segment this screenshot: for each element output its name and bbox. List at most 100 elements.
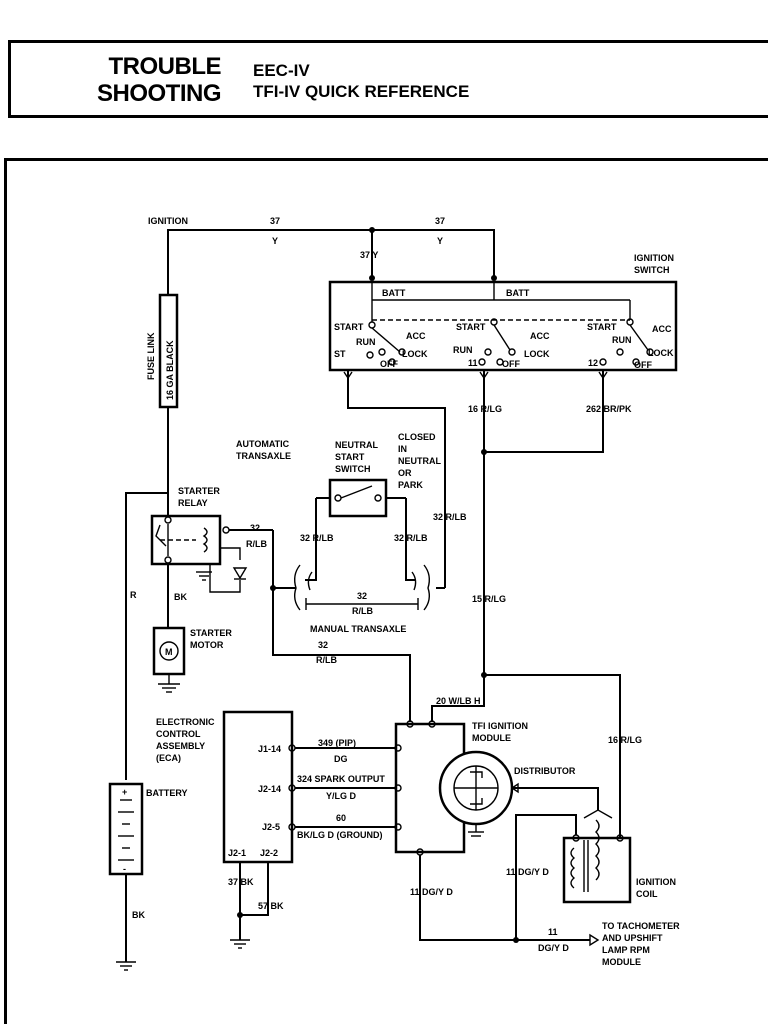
section-title-line1: TROUBLE (108, 53, 222, 80)
wire-37-label-a: 37 (270, 216, 280, 226)
wire-bk-label-1: BK (174, 592, 187, 602)
wire-16-rlg-label: 16 R/LG (468, 404, 502, 414)
section-title-line2: SHOOTING (96, 80, 222, 107)
off-label-3: OFF (634, 360, 652, 370)
diagram-frame (4, 158, 768, 1024)
ignition-switch-label-2: SWITCH (634, 265, 670, 275)
fuse-gauge-label: 16 GA BLACK (165, 340, 175, 400)
header-box: TROUBLE SHOOTING EEC-IV TFI-IV QUICK REF… (8, 40, 768, 118)
run-label-3: RUN (612, 335, 632, 345)
neutral-start-switch-label-1: NEUTRAL (335, 440, 378, 450)
starter-relay-label-2: RELAY (178, 498, 208, 508)
lock-label-1: LOCK (402, 349, 428, 359)
wire-37-label-b: 37 (435, 216, 445, 226)
page-title: EEC-IV TFI-IV QUICK REFERENCE (253, 60, 469, 102)
run-label-2: RUN (453, 345, 473, 355)
wire-32-low-label: 32 (318, 640, 328, 650)
distributor-label: DISTRIBUTOR (514, 766, 576, 776)
terminal-12-label: 12 (588, 358, 598, 368)
wire-32-relay-label: 32 (250, 523, 260, 533)
battery-plus: + (122, 787, 127, 797)
run-label-1: RUN (356, 337, 376, 347)
starter-motor-label-2: MOTOR (190, 640, 224, 650)
wire-32-rlb-right-label: 32 R/LB (394, 533, 428, 543)
distributor (438, 750, 599, 837)
lock-label-3: LOCK (648, 348, 674, 358)
j2-5-label: J2-5 (262, 822, 280, 832)
wire-349-label: 349 (PIP) (318, 738, 356, 748)
eca-module (222, 710, 395, 949)
wire-324-label: 324 SPARK OUTPUT (297, 774, 385, 784)
wire-r-label: R (130, 590, 137, 600)
eca-label-1: ELECTRONIC (156, 717, 215, 727)
ignition-feed-wires (167, 227, 497, 295)
starter-relay (125, 488, 273, 780)
automatic-transaxle-label-2: TRANSAXLE (236, 451, 291, 461)
acc-label-1: ACC (406, 331, 426, 341)
wire-15-rlg-label: 15 R/LG (472, 594, 506, 604)
ignition-label: IGNITION (148, 216, 188, 226)
fuse-link (158, 293, 179, 488)
wire-32-relay-color: R/LB (246, 539, 267, 549)
tach-label-3: LAMP RPM (602, 945, 650, 955)
starter-motor (152, 626, 186, 693)
batt-label-1: BATT (382, 288, 406, 298)
motor-symbol: M (165, 647, 173, 657)
lock-label-2: LOCK (524, 349, 550, 359)
j1-14-label: J1-14 (258, 744, 281, 754)
switch-output-wires (347, 380, 604, 675)
j2-1-label: J2-1 (228, 848, 246, 858)
eca-label-4: (ECA) (156, 753, 181, 763)
start-label-3: START (587, 322, 617, 332)
wire-37y-drop-label: 37 Y (360, 250, 378, 260)
tfi-feed-wires (431, 672, 621, 838)
battery-minus: - (123, 864, 126, 874)
wire-16-rlg-b-label: 16 R/LG (608, 735, 642, 745)
off-label-1: OFF (380, 359, 398, 369)
wire-37-color-b: Y (437, 236, 443, 246)
tach-output-wire (419, 855, 600, 947)
wire-bk-label-2: BK (132, 910, 145, 920)
relay-to-tfi-wire (270, 530, 411, 722)
closed-label-5: PARK (398, 480, 423, 490)
manual-transaxle-label: MANUAL TRANSAXLE (310, 624, 406, 634)
wire-32-mid-label: 32 (357, 591, 367, 601)
terminal-11-label: 11 (468, 358, 478, 368)
battery-label: BATTERY (146, 788, 188, 798)
start-label-1: START (334, 322, 364, 332)
starter-motor-label-1: STARTER (190, 628, 232, 638)
ignition-coil-label-1: IGNITION (636, 877, 676, 887)
wire-60-color: BK/LG D (GROUND) (297, 830, 383, 840)
wire-60-label: 60 (336, 813, 346, 823)
page-title-line1: EEC-IV (253, 61, 310, 80)
wire-57bk-label: 57 BK (258, 901, 284, 911)
j2-14-label: J2-14 (258, 784, 281, 794)
tach-label-1: TO TACHOMETER (602, 921, 680, 931)
wire-349-color: DG (334, 754, 348, 764)
neutral-start-switch-label-2: START (335, 452, 365, 462)
tfi-module-label-2: MODULE (472, 733, 511, 743)
tach-label-4: MODULE (602, 957, 641, 967)
page-title-line2: TFI-IV QUICK REFERENCE (253, 82, 470, 101)
eca-label-3: ASSEMBLY (156, 741, 205, 751)
wire-11-label: 11 (548, 927, 558, 937)
batt-label-2: BATT (506, 288, 530, 298)
tfi-module-label-1: TFI IGNITION (472, 721, 528, 731)
wire-11-color: DG/Y D (538, 943, 569, 953)
wire-32-rlb-left-label: 32 R/LB (300, 533, 334, 543)
fuse-link-label: FUSE LINK (146, 332, 156, 380)
ignition-coil (515, 809, 632, 940)
section-title: TROUBLE SHOOTING (81, 53, 222, 107)
j2-2-label: J2-2 (260, 848, 278, 858)
acc-label-2: ACC (530, 331, 550, 341)
wire-20-label: 20 W/LB H (436, 696, 481, 706)
wire-32-rlb-far-label: 32 R/LB (433, 512, 467, 522)
neutral-start-switch (305, 478, 416, 581)
wire-11-dgyd-b-label: 11 DG/Y D (506, 867, 549, 877)
manual-transaxle-jumper (273, 564, 431, 611)
wire-324-color: Y/LG D (326, 791, 357, 801)
closed-label-3: NEUTRAL (398, 456, 441, 466)
closed-label-4: OR (398, 468, 412, 478)
ignition-switch-label-1: IGNITION (634, 253, 674, 263)
off-label-2: OFF (502, 359, 520, 369)
